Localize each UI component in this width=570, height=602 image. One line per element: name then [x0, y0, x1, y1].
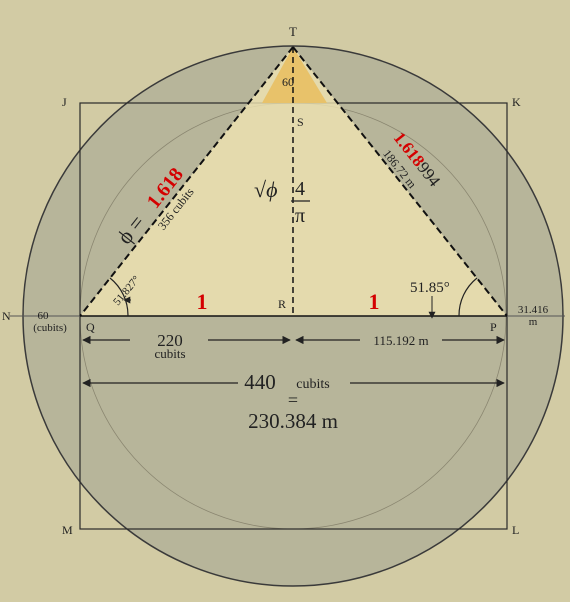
- label-m: M: [62, 523, 73, 537]
- sqrt-phi: √ϕ: [254, 177, 277, 202]
- label-q: Q: [86, 320, 95, 334]
- frac-denominator: π: [295, 205, 305, 227]
- label-n: N: [2, 309, 11, 323]
- unit-left: 1: [197, 289, 208, 314]
- left-angle-arc: [109, 277, 129, 317]
- dim-full-unit: cubits: [296, 377, 329, 392]
- unit-right: 1: [369, 289, 380, 314]
- dim-full-gap: [238, 373, 350, 393]
- label-l: L: [512, 523, 519, 537]
- frac-numerator: 4: [295, 178, 305, 200]
- apex-highlight: [262, 47, 327, 103]
- circle-left-unit: (cubits): [33, 322, 67, 334]
- circle-left-value: 60: [38, 310, 50, 322]
- left-edge-line: [79, 46, 294, 317]
- label-k: K: [512, 95, 521, 109]
- label-p: P: [490, 320, 497, 334]
- dim-half-value: 220: [157, 331, 183, 350]
- right-base-angle: 51.85°: [410, 280, 450, 296]
- dim-full-meters: 230.384 m: [248, 409, 338, 433]
- right-angle-arc: [458, 277, 478, 317]
- dim-full-value: 440: [244, 370, 276, 394]
- label-s: S: [297, 115, 304, 129]
- label-j: J: [62, 95, 67, 109]
- circle-right-value: 31.416: [518, 304, 549, 316]
- label-t: T: [289, 24, 297, 39]
- right-edge-line: [292, 46, 508, 317]
- dim-half-unit: cubits: [154, 346, 185, 361]
- dim-half-m-gap: [360, 333, 442, 347]
- label-r: R: [278, 297, 286, 311]
- apex-angle: 60: [282, 75, 294, 89]
- circle-right-unit: m: [529, 316, 538, 328]
- dim-full-equals: =: [288, 390, 298, 410]
- dim-half-m-value: 115.192 m: [373, 333, 428, 348]
- dim-half-gap: [130, 333, 208, 347]
